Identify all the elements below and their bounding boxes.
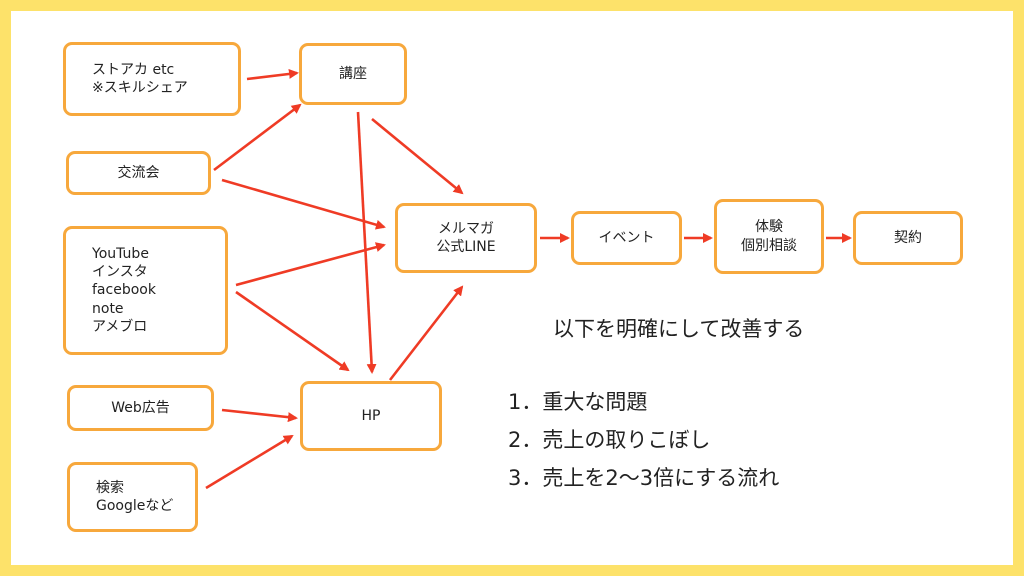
improvement-item: 1．重大な問題 [508,390,648,414]
node-mailmag-label: メルマガ 公式LINE [436,220,496,255]
node-kouza-label: 講座 [339,65,367,82]
node-kouza: 講座 [299,43,407,105]
node-kouryukai: 交流会 [66,151,211,195]
node-search-label: 検索 Googleなど [96,479,174,514]
node-storeaka-label: ストアカ etc ※スキルシェア [92,61,188,96]
node-contract: 契約 [853,211,963,265]
improvement-heading: 以下を明確にして改善する [553,317,805,341]
improvement-item: 2．売上の取りこぼし [508,428,711,452]
node-event-label: イベント [598,229,655,246]
node-consult: 体験 個別相談 [714,199,824,274]
node-consult-label: 体験 個別相談 [741,219,797,254]
node-mailmag: メルマガ 公式LINE [395,203,537,273]
node-kouryukai-label: 交流会 [117,164,160,181]
node-event: イベント [571,211,682,265]
improvement-list: 1．重大な問題 2．売上の取りこぼし 3．売上を2〜3倍にする流れ [508,383,779,497]
node-webad-label: Web広告 [111,399,170,416]
node-webad: Web広告 [67,385,214,431]
node-search: 検索 Googleなど [67,462,198,532]
improvement-item: 3．売上を2〜3倍にする流れ [508,466,780,490]
node-contract-label: 契約 [894,229,922,246]
node-sns-label: YouTube インスタ facebook note アメブロ [92,246,156,335]
node-hp: HP [300,381,442,451]
node-hp-label: HP [361,407,381,424]
node-storeaka: ストアカ etc ※スキルシェア [63,42,241,116]
node-sns: YouTube インスタ facebook note アメブロ [63,226,228,355]
